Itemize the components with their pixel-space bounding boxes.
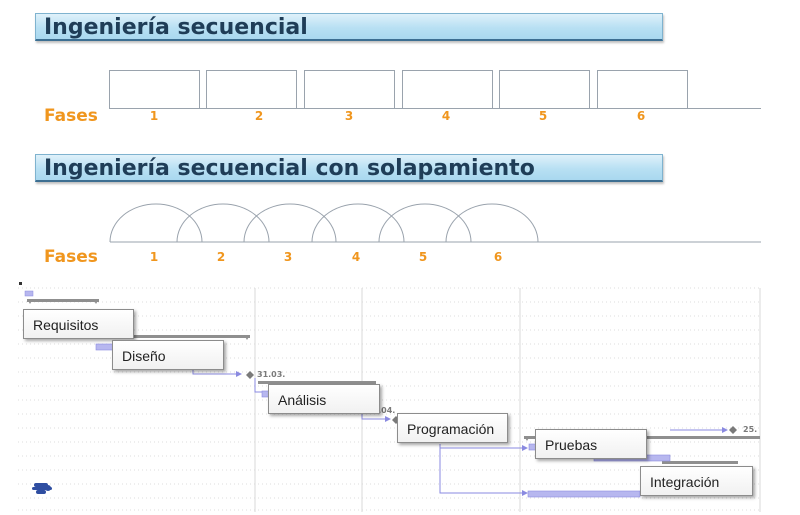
sequential-title: Ingeniería secuencial <box>44 15 308 40</box>
gantt-summary-bars <box>27 299 760 464</box>
milestone-label-2: 14.04. <box>367 406 396 415</box>
milestone-label-3: 25. <box>743 425 758 434</box>
overlap-fases-label: Fases <box>44 247 98 267</box>
sequential-phase-num-5: 5 <box>538 109 548 123</box>
overlap-phase-num-5: 5 <box>418 250 428 264</box>
phase-box-4 <box>402 70 493 108</box>
sequential-title-banner: Ingeniería secuencial <box>35 13 663 41</box>
overlap-title-banner: Ingeniería secuencial con solapamiento <box>35 154 663 182</box>
task-box-analisis: Análisis <box>268 384 380 414</box>
phase-box-1 <box>109 70 200 108</box>
phase-box-2 <box>206 70 297 108</box>
tool-icon <box>32 483 52 494</box>
phase-box-3 <box>304 70 395 108</box>
gantt-arrowheads <box>236 371 728 496</box>
overlap-phase-num-6: 6 <box>493 250 503 264</box>
gantt-connectors <box>192 360 722 494</box>
phase-box-5 <box>499 70 590 108</box>
task-box-diseno: Diseño <box>112 340 224 370</box>
gantt-corner-mark <box>19 282 22 285</box>
overlap-arc-4 <box>311 203 405 243</box>
sequential-baseline <box>109 108 761 109</box>
sequential-phase-num-2: 2 <box>254 109 264 123</box>
sequential-fases-label: Fases <box>44 106 98 126</box>
overlap-phase-num-1: 1 <box>149 250 159 264</box>
task-box-integracion: Integración <box>640 466 753 496</box>
phase-box-6 <box>597 70 688 108</box>
overlap-phase-num-4: 4 <box>351 250 361 264</box>
sequential-phase-num-4: 4 <box>441 109 451 123</box>
overlap-phase-num-3: 3 <box>283 250 293 264</box>
gantt-mini-bar <box>24 290 34 297</box>
overlap-title: Ingeniería secuencial con solapamiento <box>44 156 535 181</box>
sequential-phase-num-6: 6 <box>636 109 646 123</box>
task-box-pruebas: Pruebas <box>535 429 647 459</box>
milestone-label-1: 31.03. <box>257 370 286 379</box>
sequential-phase-num-3: 3 <box>344 109 354 123</box>
gantt-column-grid <box>254 288 761 512</box>
overlap-arc-1 <box>109 203 203 243</box>
overlap-arc-6 <box>445 203 539 243</box>
task-box-programacion: Programación <box>397 413 508 443</box>
overlap-arc-5 <box>378 203 472 243</box>
task-box-requisitos: Requisitos <box>23 309 134 339</box>
overlap-arc-3 <box>243 203 337 243</box>
sequential-phase-num-1: 1 <box>149 109 159 123</box>
overlap-arc-2 <box>176 203 270 243</box>
overlap-phase-num-2: 2 <box>216 250 226 264</box>
